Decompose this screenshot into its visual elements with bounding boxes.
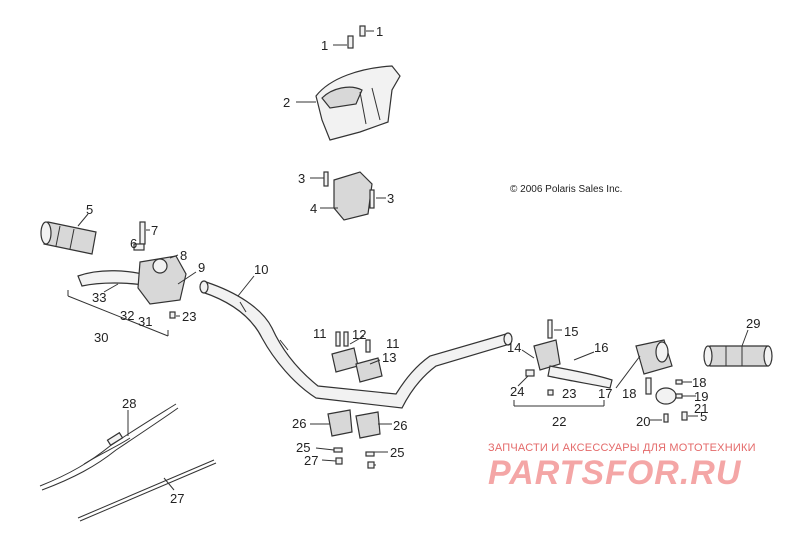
callout-label: 7: [151, 223, 158, 238]
callout-label: 26: [292, 416, 306, 431]
callout-label: 23: [182, 309, 196, 324]
riser-blocks: [310, 409, 392, 469]
callout-label: 31: [138, 314, 152, 329]
callout-label: 18: [622, 386, 636, 401]
callout-label: 22: [552, 414, 566, 429]
callout-label: 11: [386, 336, 400, 351]
callout-label: 20: [636, 414, 650, 429]
callout-label: 5: [700, 409, 707, 424]
right-switch-housing: [615, 339, 698, 423]
callout-label: 8: [180, 248, 187, 263]
upper-clamps: [331, 331, 383, 383]
callout-label: 32: [120, 308, 134, 323]
callout-label: 14: [507, 340, 521, 355]
callout-label: 11: [313, 326, 327, 341]
right-throttle-assembly: [513, 319, 613, 407]
callout-label: 24: [510, 384, 524, 399]
callout-label: 5: [86, 202, 93, 217]
callout-label: 26: [393, 418, 407, 433]
callout-labels: 1 1 2 3 3 4 5 6 7 8 9 10 33 32 31 23 30 …: [86, 24, 760, 506]
callout-label: 13: [382, 350, 396, 365]
callout-label: 10: [254, 262, 268, 277]
callout-label: 25: [390, 445, 404, 460]
callout-label: 28: [122, 396, 136, 411]
right-grip: [703, 329, 773, 367]
copyright-notice: © 2006 Polaris Sales Inc.: [510, 184, 622, 195]
callout-label: 6: [130, 236, 137, 251]
cables: [39, 403, 217, 522]
callout-label: 15: [564, 324, 578, 339]
leader-lines: [296, 30, 374, 103]
callout-label: 27: [304, 453, 318, 468]
callout-label: 25: [296, 440, 310, 455]
callout-label: 19: [694, 389, 708, 404]
callout-label: 9: [198, 260, 205, 275]
watermark-tagline: ЗАПЧАСТИ И АКСЕССУАРЫ ДЛЯ МОТОТЕХНИКИ: [488, 442, 756, 454]
callout-label: 4: [310, 201, 317, 216]
callout-label: 16: [594, 340, 608, 355]
left-brake-assembly: [67, 221, 197, 337]
callout-label: 1: [321, 38, 328, 53]
callout-label: 33: [92, 290, 106, 305]
left-grip: [40, 213, 97, 255]
callout-label: 30: [94, 330, 108, 345]
callout-label: 12: [352, 327, 366, 342]
callout-label: 3: [387, 191, 394, 206]
callout-label: 29: [746, 316, 760, 331]
callout-label: 23: [562, 386, 576, 401]
callout-label: 17: [598, 386, 612, 401]
callout-label: 27: [170, 491, 184, 506]
headlight-pod: [315, 25, 401, 141]
callout-label: 18: [692, 375, 706, 390]
handlebar: [199, 275, 513, 409]
callout-label: 21: [694, 401, 708, 416]
watermark-logo: PARTSFOR.RU: [488, 454, 742, 492]
callout-label: 1: [376, 24, 383, 39]
callout-label: 2: [283, 95, 290, 110]
headlight-bracket: [310, 171, 386, 221]
callout-label: 3: [298, 171, 305, 186]
